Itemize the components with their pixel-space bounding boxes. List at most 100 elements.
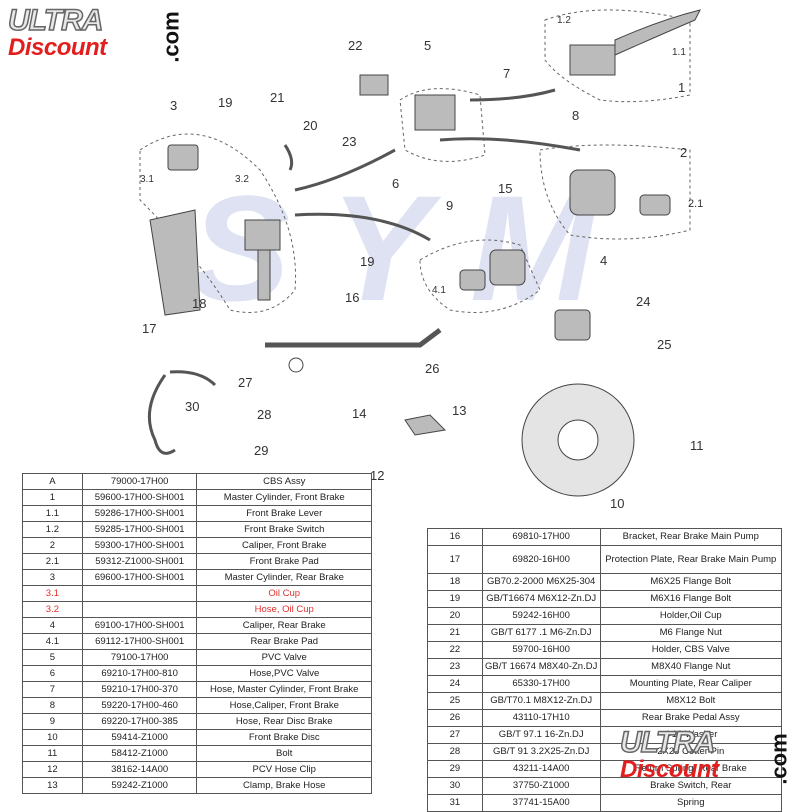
description-cell: Front Brake Lever [196, 505, 372, 522]
description-cell: M6X25 Flange Bolt [599, 573, 783, 591]
part-number-cell: GB/T 97.1 16-Zn.DJ [481, 726, 601, 744]
description-cell: M6 Flange Nut [599, 624, 783, 642]
svg-text:3.1: 3.1 [140, 174, 154, 185]
svg-text:6: 6 [392, 176, 399, 191]
description-cell: PCV Hose Clip [196, 761, 372, 778]
svg-text:15: 15 [498, 181, 512, 196]
ref-cell: A [22, 473, 83, 490]
svg-text:4: 4 [600, 253, 607, 268]
ref-cell: 17 [427, 545, 483, 574]
ref-cell: 27 [427, 726, 483, 744]
description-cell: Hose, Oil Cup [196, 601, 372, 618]
description-cell: PVC Valve [196, 649, 372, 666]
ref-cell: 4.1 [22, 633, 83, 650]
description-cell: Bracket, Rear Brake Main Pump [599, 528, 783, 546]
svg-text:4.1: 4.1 [432, 285, 446, 296]
ultra-discount-logo-top: ULTRA Discount .com [7, 4, 184, 63]
svg-text:25: 25 [657, 337, 671, 352]
ref-cell: 1.1 [22, 505, 83, 522]
ref-cell: 9 [22, 713, 83, 730]
ref-cell: 7 [22, 681, 83, 698]
svg-text:30: 30 [185, 399, 199, 414]
ref-cell: 10 [22, 729, 83, 746]
part-number-cell: 59242-16H00 [481, 607, 601, 625]
brake-disc [521, 383, 635, 497]
svg-text:9: 9 [446, 198, 453, 213]
description-cell: Bolt [196, 745, 372, 762]
svg-text:27: 27 [238, 375, 252, 390]
ref-cell: 30 [427, 777, 483, 795]
ref-cell: 16 [427, 528, 483, 546]
svg-text:5: 5 [424, 38, 431, 53]
part-number-cell: 59220-17H00-460 [81, 697, 198, 714]
part-number-cell: 69112-17H00-SH001 [81, 633, 198, 650]
description-cell: M8X40 Flange Nut [599, 658, 783, 676]
ref-cell: 28 [427, 743, 483, 761]
svg-text:19: 19 [218, 95, 232, 110]
description-cell: CBS Assy [196, 473, 372, 490]
ref-cell: 18 [427, 573, 483, 591]
description-cell: Rear Brake Pedal Assy [599, 709, 783, 727]
description-cell: Hose, Master Cylinder, Front Brake [196, 681, 372, 698]
description-cell: Front Brake Switch [196, 521, 372, 538]
ref-cell: 29 [427, 760, 483, 778]
ref-cell: 25 [427, 692, 483, 710]
part-number-cell: 37750-Z1000 [481, 777, 601, 795]
ref-cell: 12 [22, 761, 83, 778]
svg-text:23: 23 [342, 134, 356, 149]
part-number-cell: GB/T 16674 M8X40-Zn.DJ [481, 658, 601, 676]
svg-text:3.2: 3.2 [235, 174, 249, 185]
svg-text:12: 12 [370, 468, 384, 483]
description-cell: Hose,PVC Valve [196, 665, 372, 682]
part-number-cell: 69210-17H00-810 [81, 665, 198, 682]
svg-text:11: 11 [690, 438, 704, 453]
svg-text:2: 2 [680, 145, 687, 160]
ref-cell: 1 [22, 489, 83, 506]
description-cell: Hose, Rear Disc Brake [196, 713, 372, 730]
part-number-cell: 59600-17H00-SH001 [81, 489, 198, 506]
part-number-cell: 69820-16H00 [481, 545, 601, 574]
part-number-cell: 43110-17H10 [481, 709, 601, 727]
assembly-outlines [139, 9, 691, 313]
ref-cell: 2.1 [22, 553, 83, 570]
svg-text:1: 1 [678, 80, 685, 95]
svg-text:13: 13 [452, 403, 466, 418]
parts [149, 9, 701, 436]
description-cell: Hose,Caliper, Front Brake [196, 697, 372, 714]
ref-cell: 3.1 [22, 585, 83, 602]
part-number-cell: GB/T 91 3.2X25-Zn.DJ [481, 743, 601, 761]
description-cell: Front Brake Disc [196, 729, 372, 746]
part-number-cell [81, 601, 198, 618]
svg-text:8: 8 [572, 108, 579, 123]
part-number-cell: GB70.2-2000 M6X25-304 [481, 573, 601, 591]
ref-cell: 1.2 [22, 521, 83, 538]
part-number-cell: 37741-15A00 [481, 794, 601, 812]
svg-text:29: 29 [254, 443, 268, 458]
svg-text:18: 18 [192, 296, 206, 311]
